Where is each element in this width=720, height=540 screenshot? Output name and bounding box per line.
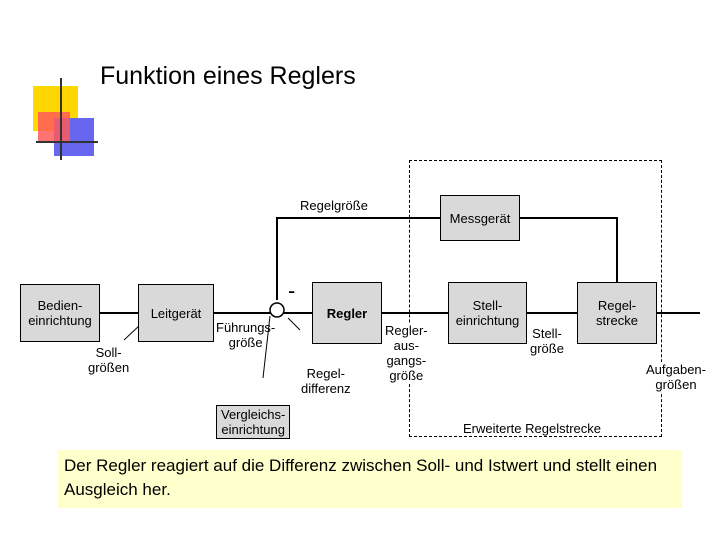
- regelgroesse-label: Regelgröße: [300, 198, 368, 213]
- stellgroesse-label: Stell- größe: [530, 326, 564, 356]
- sollgroessen-label: Soll- größen: [88, 345, 130, 375]
- messgeraet-label: Messgerät: [449, 210, 511, 226]
- deco-red-square: [38, 112, 70, 142]
- bedieneinrichtung-box: Bedien- einrichtung: [20, 284, 100, 342]
- minus-sign: -: [288, 278, 296, 303]
- reglerausgangsgroesse-label: Regler- aus- gangs- größe: [385, 323, 428, 383]
- stelleinrichtung-label: Stell- einrichtung: [455, 298, 520, 328]
- leitgeraet-label: Leitgerät: [150, 305, 202, 321]
- comparator-node: [269, 302, 285, 318]
- regelstrecke-box: Regel- strecke: [577, 282, 657, 344]
- messgeraet-box: Messgerät: [440, 195, 520, 241]
- erweiterte-regelstrecke-label: Erweiterte Regelstrecke: [463, 421, 601, 436]
- bedieneinrichtung-label: Bedien- einrichtung: [28, 298, 92, 328]
- stelleinrichtung-box: Stell- einrichtung: [448, 282, 527, 344]
- fuehrungsgroesse-label: Führungs- größe: [216, 320, 276, 350]
- regler-label: Regler: [326, 305, 368, 321]
- deco-vertical-line: [60, 78, 62, 160]
- leitgeraet-box: Leitgerät: [138, 284, 214, 342]
- regeldifferenz-label: Regel- differenz: [301, 366, 351, 396]
- vergleichseinrichtung-label: Vergleichs- einrichtung: [216, 405, 291, 439]
- regler-box: Regler: [312, 282, 382, 344]
- page-title: Funktion eines Reglers: [100, 62, 356, 90]
- erweiterte-regelstrecke-frame: [409, 160, 662, 437]
- regelstrecke-label: Regel- strecke: [596, 298, 638, 328]
- explanation-note: Der Regler reagiert auf die Differenz zw…: [58, 450, 682, 508]
- deco-horizontal-line: [36, 141, 98, 143]
- aufgabengroessen-label: Aufgaben- größen: [646, 362, 706, 392]
